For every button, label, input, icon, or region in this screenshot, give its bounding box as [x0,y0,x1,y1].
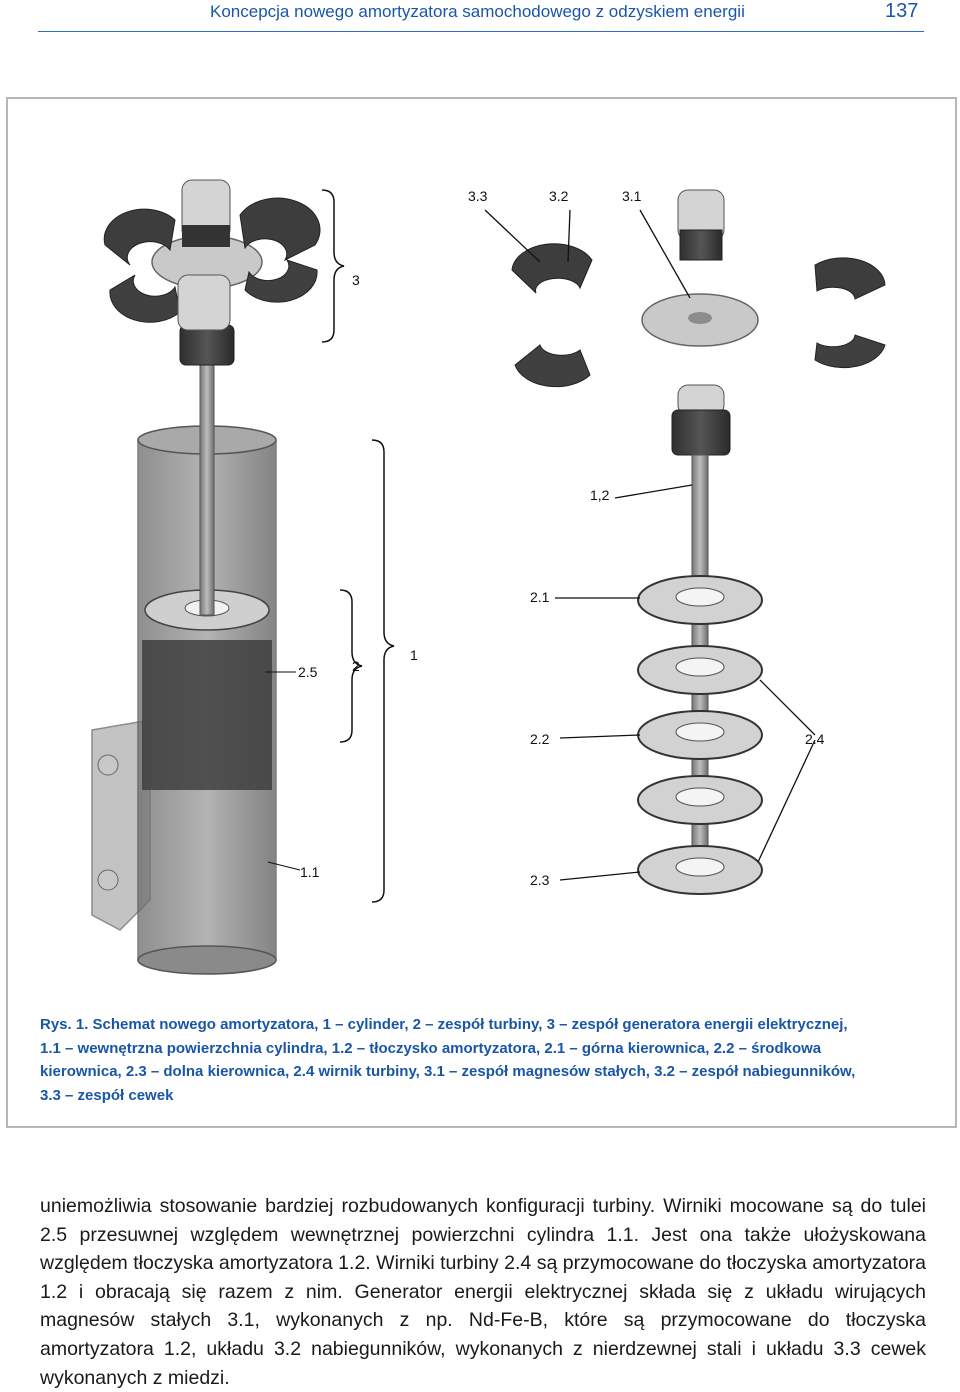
label-2-3: 2.3 [530,872,550,888]
figure-caption: Rys. 1. Schemat nowego amortyzatora, 1 –… [40,1013,860,1107]
right-coil-ll [514,344,591,388]
label-2-2: 2.2 [530,731,550,747]
right-assembly [484,189,886,895]
page-header: Koncepcja nowego amortyzatora samochodow… [0,0,960,40]
disc-3-hub [675,722,725,742]
caption-text: Schemat nowego amortyzatora, 1 – cylinde… [40,1016,856,1104]
label-3-2: 3.2 [549,188,569,204]
right-collar [671,409,731,456]
mount-bolt-upper [97,754,119,776]
label-2-5: 2.5 [298,664,318,680]
disc-4-hub [675,787,725,807]
figure-frame [6,97,957,1128]
disc-1-hub [675,587,725,607]
running-title: Koncepcja nowego amortyzatora samochodow… [210,2,745,21]
brace-3 [321,189,345,343]
leader-3-3 [484,209,541,263]
label-2-4: 2.4 [805,731,825,747]
leader-2-4-b [757,739,816,863]
right-coil-ur [814,257,886,300]
leader-2-3 [559,871,641,881]
mount-bolt-lower [97,869,119,891]
left-coil-3 [109,274,181,323]
left-assembly [91,179,321,975]
brace-2 [339,589,363,743]
left-rod [199,344,215,616]
left-collar [179,324,235,366]
label-2: 2 [352,658,360,674]
header-divider [38,31,924,32]
caption-lead: Rys. 1. [40,1016,89,1033]
leader-3-1 [639,209,691,299]
label-3-1: 3.1 [622,188,642,204]
leader-3-2 [567,209,571,263]
turbine-discs [637,575,763,895]
left-magnet-top-base [182,225,230,247]
right-coil-ul [511,243,593,294]
left-coil-4 [244,259,318,303]
disc-2-hub [675,657,725,677]
body-paragraph: uniemożliwia stosowanie bardziej rozbudo… [40,1195,926,1389]
label-3-3: 3.3 [468,188,488,204]
brace-1 [371,439,395,903]
inner-dark-section [142,640,272,790]
label-3: 3 [352,272,360,288]
shock-absorber-figure [91,179,886,975]
outer-cylinder-bottom [137,945,277,975]
label-2-1: 2.1 [530,589,550,605]
disc-5-hub [675,857,725,877]
right-coil-lr [814,334,886,369]
label-1-2: 1,2 [590,487,610,503]
page-number: 137 [885,0,919,22]
leader-2-4-a [759,679,816,736]
right-star-hub [688,312,712,324]
label-1-1: 1.1 [300,864,320,880]
left-generator [103,179,321,331]
label-1: 1 [410,647,418,663]
leader-2-2 [559,734,641,739]
right-magnet-top-base [679,229,723,261]
left-magnet-bottom [177,274,231,331]
left-coil-1 [103,208,176,266]
leader-1-2 [614,484,693,499]
leader-1-1 [267,861,301,871]
left-coil-2 [239,197,321,262]
